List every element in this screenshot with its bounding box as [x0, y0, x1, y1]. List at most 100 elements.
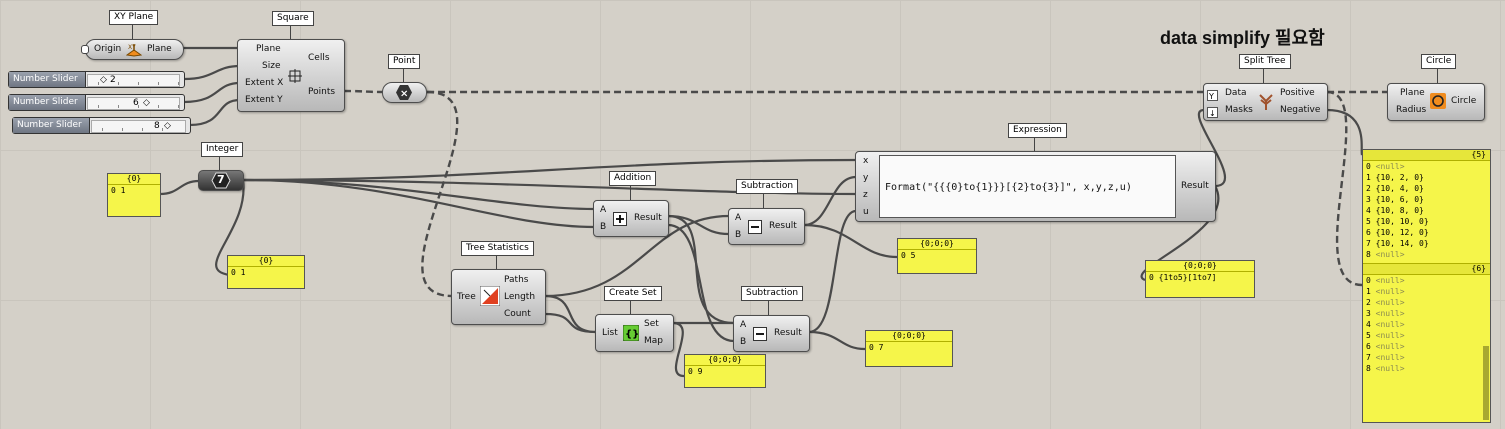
panel-row: 1 {10, 2, 0}	[1363, 172, 1490, 183]
subtraction2-component[interactable]: A B Result	[733, 315, 810, 352]
wire-sub1-y	[803, 175, 857, 227]
svg-text:Y: Y	[1208, 92, 1214, 101]
panel-index: 4	[1366, 206, 1371, 215]
number-slider-size[interactable]: Number Slider ◇ 2	[8, 71, 185, 88]
slider-track[interactable]: 6 ◇	[87, 97, 180, 110]
split-input-data: Data	[1225, 88, 1247, 98]
expression-component[interactable]: x y z u Format("{{{0}to{1}}}[{2}to{3}]",…	[855, 151, 1216, 222]
panel-value: 1	[120, 186, 126, 195]
create-set-component[interactable]: List {} Set Map	[595, 314, 674, 352]
panel-index: 0	[688, 367, 693, 376]
data-param-icon: Y	[1207, 86, 1218, 105]
expression-formula-box[interactable]: Format("{{{0}to{1}}}[{2}to{3}]", x,y,z,u…	[879, 155, 1176, 218]
panel-row: 2 {10, 4, 0}	[1363, 183, 1490, 194]
panel-value: {10, 14, 0}	[1375, 239, 1429, 248]
addition-title: Addition	[609, 171, 657, 186]
svg-text:XY: XY	[128, 44, 136, 51]
panel-expression[interactable]: {0;0;0} 0 {1to5}[1to7]	[1145, 260, 1255, 298]
subtraction1-component[interactable]: A B Result	[728, 208, 805, 245]
minus-icon	[753, 326, 767, 345]
slider-handle-icon[interactable]: ◇	[164, 121, 171, 131]
slider-label: Number Slider	[13, 118, 90, 133]
xy-plane-input-grip[interactable]	[81, 45, 89, 54]
panel-path: {0;0;0}	[685, 355, 765, 366]
panel-index: 5	[1366, 217, 1371, 226]
wire-extent-y	[189, 98, 241, 127]
split-output-positive: Positive	[1280, 88, 1315, 98]
wire-int-x	[242, 158, 857, 182]
panel-subtraction1[interactable]: {0;0;0} 0 5	[897, 238, 977, 274]
tree-statistics-title: Tree Statistics	[461, 241, 534, 256]
wire-sub2-u	[808, 209, 857, 334]
panel-row: 4 <null>	[1363, 319, 1490, 330]
tree-statistics-component[interactable]: Tree Paths Length Count	[451, 269, 546, 325]
panel-create-set[interactable]: {0;0;0} 0 9	[684, 354, 766, 388]
panel-row: 3 <null>	[1363, 308, 1490, 319]
circle-title: Circle	[1421, 54, 1457, 69]
panel-subtraction2[interactable]: {0;0;0} 0 7	[865, 330, 953, 367]
slider-value: 2	[110, 75, 116, 85]
svg-text:×: ×	[400, 89, 408, 100]
number-slider-extent-x[interactable]: Number Slider 6 ◇	[8, 94, 185, 111]
panel-value: {1to5}[1to7]	[1158, 273, 1217, 282]
svg-text:{}: {}	[625, 329, 639, 340]
panel-value: {10, 12, 0}	[1375, 228, 1429, 237]
integer-param[interactable]: 7	[198, 170, 244, 191]
slider-value: 8	[154, 121, 160, 131]
panel-path: {0;0;0}	[866, 331, 952, 342]
panel-value: <null>	[1375, 353, 1405, 362]
wire-points	[343, 89, 384, 94]
wire-length-list	[544, 294, 597, 334]
panel-index: 6	[1366, 228, 1371, 237]
panel-index: 3	[1366, 195, 1371, 204]
panel-path: {0;0;0}	[898, 239, 976, 250]
number-slider-extent-y[interactable]: Number Slider 8 ◇	[12, 117, 191, 134]
circle-output: Circle	[1451, 96, 1477, 106]
tree-stats-output-count: Count	[504, 309, 531, 319]
panel-integer[interactable]: {0} 0 1	[227, 255, 305, 289]
square-component[interactable]: Plane Size Extent X Extent Y Cells Point…	[237, 39, 345, 112]
panel-index: 7	[1366, 239, 1371, 248]
grid-icon	[288, 68, 302, 87]
panel-row: 0 <null>	[1363, 275, 1490, 286]
panel-split-output[interactable]: {5} 0 <null>1 {10, 2, 0}2 {10, 4, 0}3 {1…	[1362, 149, 1491, 423]
panel-row: 8 <null>	[1363, 363, 1490, 374]
wire-negative	[1326, 108, 1364, 156]
panel-row: 0 <null>	[1363, 161, 1490, 172]
slider-handle-icon[interactable]: ◇	[143, 98, 150, 108]
panel-value: <null>	[1375, 364, 1405, 373]
addition-component[interactable]: A B Result	[593, 200, 669, 237]
panel-branch-5-rows: 0 <null>1 {10, 2, 0}2 {10, 4, 0}3 {10, 6…	[1363, 161, 1490, 260]
slider-value: 6	[133, 98, 139, 108]
wire-positive-panel	[1326, 90, 1363, 287]
wire-panel-integer	[159, 179, 200, 196]
slider-track[interactable]: 8 ◇	[91, 120, 186, 133]
panel-index: 0	[1366, 276, 1371, 285]
point-component[interactable]: ×	[382, 82, 427, 103]
panel-row: 6 <null>	[1363, 341, 1490, 352]
slider-track[interactable]: ◇ 2	[87, 74, 180, 87]
panel-input[interactable]: {0} 0 1	[107, 173, 161, 217]
wire-sub2-panel	[808, 330, 866, 351]
expression-input-x: x	[863, 156, 869, 166]
panel-branch-header-5: {5}	[1363, 150, 1490, 161]
create-set-output-map: Map	[644, 336, 663, 346]
slider-handle-icon[interactable]: ◇	[100, 75, 107, 85]
panel-scrollbar[interactable]	[1483, 346, 1489, 420]
subtraction1-input-b: B	[735, 230, 742, 240]
square-output-cells: Cells	[308, 53, 330, 63]
xy-plane-component[interactable]: Origin XY Plane	[85, 39, 184, 60]
panel-row: 1 <null>	[1363, 286, 1490, 297]
panel-value: {10, 2, 0}	[1375, 173, 1424, 182]
split-tree-component[interactable]: Y ↓ Data Masks Positive Negative	[1203, 83, 1328, 121]
panel-index: 6	[1366, 342, 1371, 351]
panel-row: 5 <null>	[1363, 330, 1490, 341]
panel-index: 5	[1366, 331, 1371, 340]
create-set-output-set: Set	[644, 319, 659, 329]
panel-index: 3	[1366, 309, 1371, 318]
panel-value: <null>	[1375, 162, 1405, 171]
circle-component[interactable]: Plane Radius Circle	[1387, 83, 1485, 121]
addition-input-a: A	[600, 205, 607, 215]
panel-index: 4	[1366, 320, 1371, 329]
